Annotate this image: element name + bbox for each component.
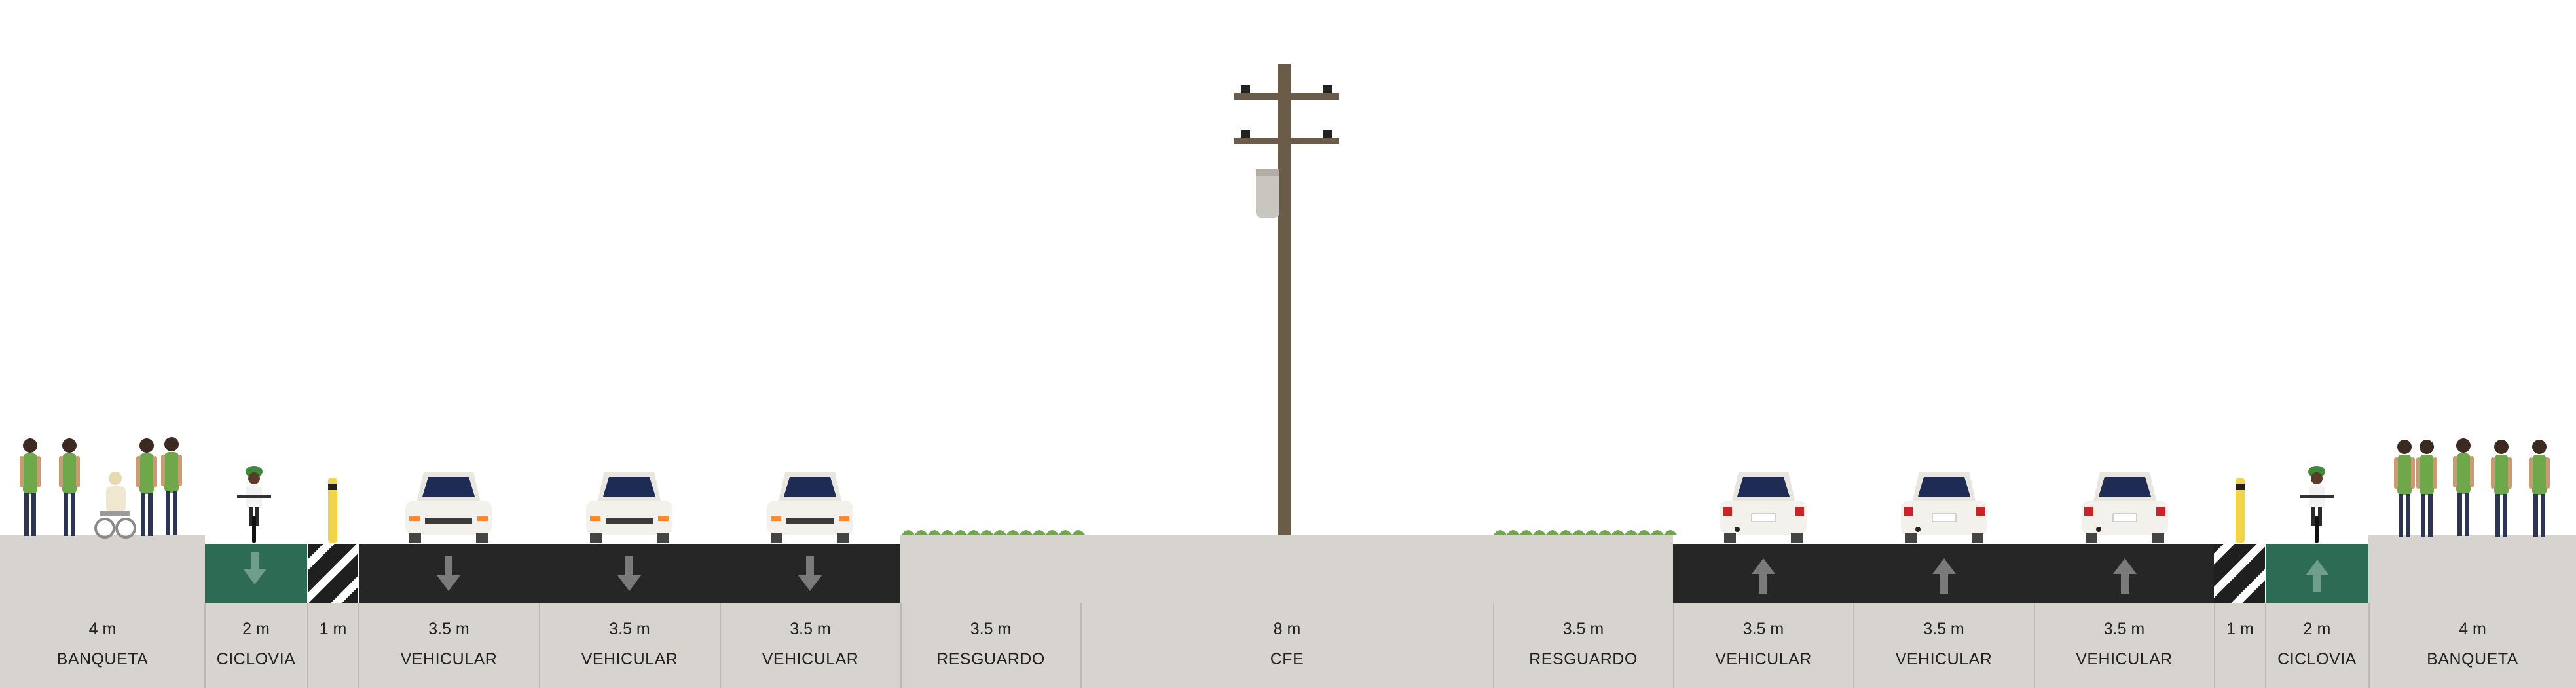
- segment-name: VEHICULAR: [762, 650, 859, 668]
- segment-divider: [1080, 603, 1082, 688]
- segment-divider: [2265, 603, 2266, 688]
- cyclist-icon: [2300, 466, 2334, 543]
- segment-divider: [539, 603, 540, 688]
- segment-divider: [2034, 603, 2035, 688]
- segment-width: 2 m: [242, 620, 270, 638]
- segment-width: 1 m: [2226, 620, 2254, 638]
- segment-label: 3.5 m VEHICULAR: [1674, 603, 1853, 688]
- segment-name: VEHICULAR: [1715, 650, 1812, 668]
- roadway-right-base: [1673, 603, 2214, 688]
- segment-label: 3.5 m VEHICULAR: [359, 603, 539, 688]
- segment-label: 3.5 m VEHICULAR: [1854, 603, 2034, 688]
- car-rear-icon: [1720, 471, 1807, 543]
- planting-strip-right: [1494, 530, 1677, 535]
- sidewalk-left: [0, 535, 205, 688]
- car-front-icon: [586, 472, 672, 543]
- car-rear-icon: [1900, 471, 1988, 543]
- segment-width: 3.5 m: [1742, 620, 1784, 638]
- segment-divider: [2368, 603, 2370, 688]
- segment-name: VEHICULAR: [400, 650, 498, 668]
- segment-divider: [1853, 603, 1854, 688]
- segment-label: 3.5 m VEHICULAR: [720, 603, 900, 688]
- segment-width: 3.5 m: [428, 620, 469, 638]
- segment-width: 3.5 m: [1562, 620, 1604, 638]
- segment-name: VEHICULAR: [1895, 650, 1993, 668]
- segment-name: BANQUETA: [56, 650, 149, 668]
- segment-width: 3.5 m: [1923, 620, 1964, 638]
- person-icon: [161, 437, 182, 535]
- person-icon: [2394, 440, 2415, 537]
- segment-name: VEHICULAR: [581, 650, 678, 668]
- buffer-right-base: [2214, 603, 2368, 688]
- segment-name: CFE: [1270, 650, 1304, 668]
- person-icon: [2529, 440, 2550, 537]
- segment-width: 3.5 m: [2103, 620, 2145, 638]
- person-icon: [2416, 440, 2437, 537]
- segment-label: 1 m: [2215, 603, 2266, 688]
- segment-name: RESGUARDO: [1529, 650, 1638, 668]
- wheelchair-user-icon: [94, 472, 136, 539]
- car-front-icon: [767, 472, 853, 543]
- segment-width: 3.5 m: [790, 620, 831, 638]
- segment-label: 2 m CICLOVIA: [2266, 603, 2368, 688]
- planting-strip-left: [902, 530, 1085, 535]
- sidewalk-right: [2368, 535, 2576, 688]
- buffer-left-base: [205, 603, 359, 688]
- segment-divider: [900, 603, 902, 688]
- buffer-left: [308, 544, 358, 603]
- buffer-right: [2214, 544, 2265, 603]
- segment-divider: [1673, 603, 1674, 688]
- segment-divider: [720, 603, 721, 688]
- segment-divider: [204, 603, 206, 688]
- cyclist-icon: [237, 466, 271, 543]
- segment-width: 3.5 m: [970, 620, 1012, 638]
- segment-labels: 4 m BANQUETA 2 m CICLOVIA 1 m 3.5 m VEHI…: [0, 603, 2576, 688]
- segment-name: CICLOVIA: [2277, 650, 2357, 668]
- segment-label: 8 m CFE: [1081, 603, 1493, 688]
- bollard-icon: [2236, 478, 2245, 543]
- segment-width: 4 m: [2459, 620, 2486, 638]
- car-rear-icon: [2081, 471, 2169, 543]
- segment-label: 2 m CICLOVIA: [205, 603, 307, 688]
- segment-divider: [307, 603, 308, 688]
- person-icon: [2491, 440, 2512, 537]
- segment-width: 4 m: [88, 620, 117, 638]
- segment-label: 3.5 m RESGUARDO: [901, 603, 1080, 688]
- segment-divider: [1493, 603, 1494, 688]
- person-icon: [20, 438, 41, 536]
- segment-name: VEHICULAR: [2076, 650, 2173, 668]
- median: [900, 535, 1673, 688]
- person-icon: [136, 438, 157, 536]
- segment-name: BANQUETA: [2427, 650, 2518, 668]
- bollard-icon: [328, 478, 337, 543]
- car-front-icon: [405, 472, 492, 543]
- segment-label: 3.5 m VEHICULAR: [2034, 603, 2214, 688]
- segment-label: 1 m: [308, 603, 358, 688]
- segment-label: 4 m BANQUETA: [2369, 603, 2576, 688]
- segment-divider: [358, 603, 359, 688]
- roadway-left-base: [359, 603, 900, 688]
- segment-label: 3.5 m RESGUARDO: [1494, 603, 1673, 688]
- segment-name: RESGUARDO: [936, 650, 1045, 668]
- segment-width: 8 m: [1273, 620, 1301, 638]
- segment-name: CICLOVIA: [216, 650, 296, 668]
- utility-pole-icon: [1234, 64, 1339, 535]
- person-icon: [2453, 438, 2474, 536]
- segment-divider: [2214, 603, 2215, 688]
- segment-label: 4 m BANQUETA: [0, 603, 205, 688]
- segment-label: 3.5 m VEHICULAR: [540, 603, 720, 688]
- person-icon: [59, 438, 80, 536]
- segment-width: 3.5 m: [609, 620, 650, 638]
- segment-width: 2 m: [2303, 620, 2331, 638]
- segment-width: 1 m: [319, 620, 347, 638]
